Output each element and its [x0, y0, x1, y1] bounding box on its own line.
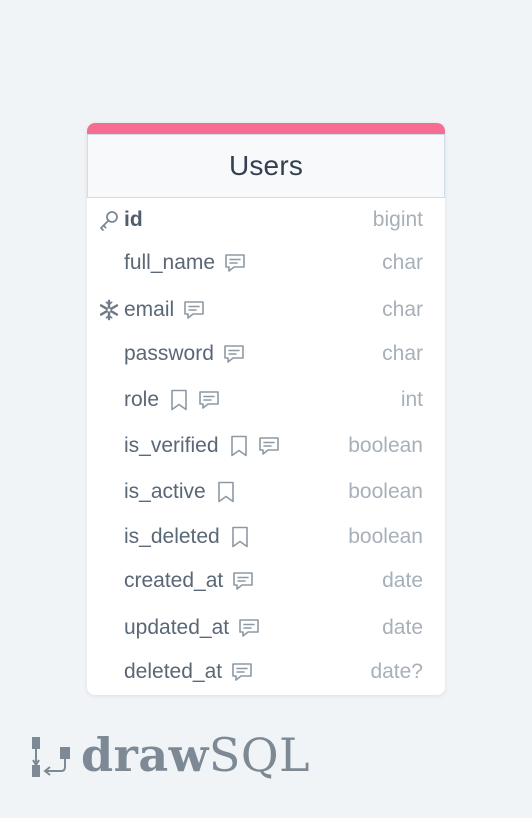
column-row-updated-at[interactable]: updated_at date	[87, 610, 445, 646]
column-name: password	[124, 342, 214, 365]
column-name: is_active	[124, 480, 206, 503]
column-type: boolean	[348, 480, 423, 503]
column-main: full_name	[124, 245, 247, 281]
column-type: date?	[370, 660, 423, 683]
column-name: created_at	[124, 569, 224, 592]
column-main: is_deleted	[124, 519, 252, 555]
column-name: updated_at	[124, 616, 230, 639]
column-main: is_active	[124, 474, 238, 510]
bookmark-icon[interactable]	[228, 525, 252, 549]
comment-icon[interactable]	[223, 251, 247, 275]
key-icon	[98, 208, 120, 232]
table-accent-bar	[87, 123, 445, 134]
column-name: id	[124, 208, 143, 231]
column-main: password	[124, 336, 246, 372]
column-main: is_verified	[124, 428, 281, 464]
column-type: bigint	[372, 208, 423, 231]
unique-snowflake-icon	[98, 298, 120, 322]
column-name: is_verified	[124, 434, 219, 457]
column-main: deleted_at	[124, 654, 254, 690]
column-main: created_at	[124, 563, 255, 599]
column-type: boolean	[348, 434, 423, 457]
table-header[interactable]: Users	[87, 134, 445, 198]
column-row-deleted-at[interactable]: deleted_at date?	[87, 654, 445, 690]
column-type: boolean	[348, 525, 423, 548]
drawsql-logo-icon	[32, 737, 70, 777]
column-row-password[interactable]: password char	[87, 336, 445, 372]
column-type: char	[382, 251, 423, 274]
logo-text-sql: SQL	[208, 728, 311, 782]
logo-text-draw: draw	[81, 728, 209, 782]
column-main: id	[124, 202, 143, 238]
column-name: email	[124, 298, 175, 321]
column-row-email[interactable]: email char	[87, 292, 445, 328]
column-row-full-name[interactable]: full_name char	[87, 245, 445, 281]
column-name: deleted_at	[124, 660, 223, 683]
column-type: int	[400, 388, 423, 411]
comment-icon[interactable]	[197, 388, 221, 412]
column-row-role[interactable]: role int	[87, 382, 445, 418]
column-row-is-deleted[interactable]: is_deleted boolean	[87, 519, 445, 555]
table-title: Users	[228, 150, 304, 181]
column-main: email	[124, 292, 206, 328]
column-type: char	[382, 342, 423, 365]
column-row-created-at[interactable]: created_at date	[87, 563, 445, 599]
column-type: char	[382, 298, 423, 321]
column-main: role	[124, 382, 221, 418]
column-row-is-verified[interactable]: is_verified boolean	[87, 428, 445, 464]
bookmark-icon[interactable]	[167, 388, 191, 412]
column-name: role	[124, 388, 160, 411]
column-name: is_deleted	[124, 525, 220, 548]
column-main: updated_at	[124, 610, 261, 646]
column-row-id[interactable]: id bigint	[87, 202, 445, 238]
comment-icon[interactable]	[257, 434, 281, 458]
comment-icon[interactable]	[237, 616, 261, 640]
column-name: full_name	[124, 251, 216, 274]
comment-icon[interactable]	[231, 569, 255, 593]
comment-icon[interactable]	[222, 342, 246, 366]
column-type: date	[382, 569, 423, 592]
bookmark-icon[interactable]	[227, 434, 251, 458]
comment-icon[interactable]	[182, 298, 206, 322]
bookmark-icon[interactable]	[214, 480, 238, 504]
column-row-is-active[interactable]: is_active boolean	[87, 474, 445, 510]
comment-icon[interactable]	[230, 660, 254, 684]
drawsql-logo: draw SQL	[30, 730, 310, 780]
column-type: date	[382, 616, 423, 639]
